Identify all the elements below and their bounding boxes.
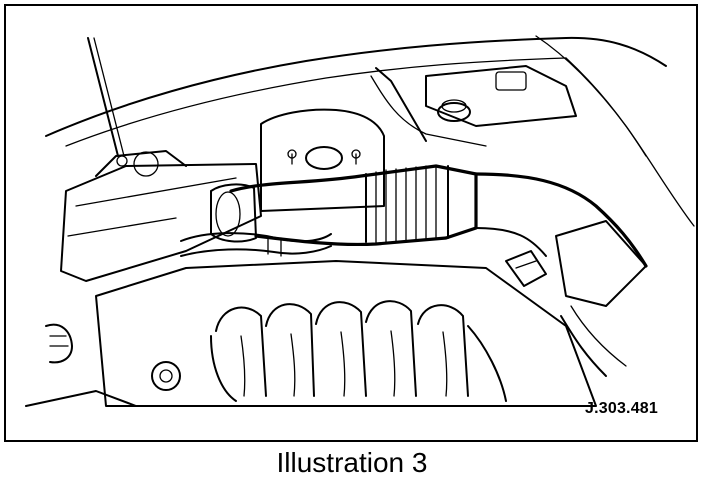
engine-bay-line-drawing <box>25 35 695 407</box>
air-filter-housing <box>60 150 262 282</box>
breather-hose <box>180 232 332 257</box>
wiring-harness <box>474 172 648 268</box>
dipstick <box>87 37 128 167</box>
intake-manifold <box>95 260 597 407</box>
lower-left-components <box>25 323 137 407</box>
air-intake-hose <box>210 164 478 247</box>
hood-outline <box>45 35 695 227</box>
strut-tower <box>260 108 385 212</box>
mounting-bracket <box>505 220 647 377</box>
coolant-reservoir <box>370 65 577 147</box>
throttle-body-bolt <box>151 361 181 391</box>
illustration-frame: J.303.481 <box>4 4 698 442</box>
figure-caption: Illustration 3 <box>276 447 428 478</box>
figure-reference-code: J.303.481 <box>585 400 658 417</box>
